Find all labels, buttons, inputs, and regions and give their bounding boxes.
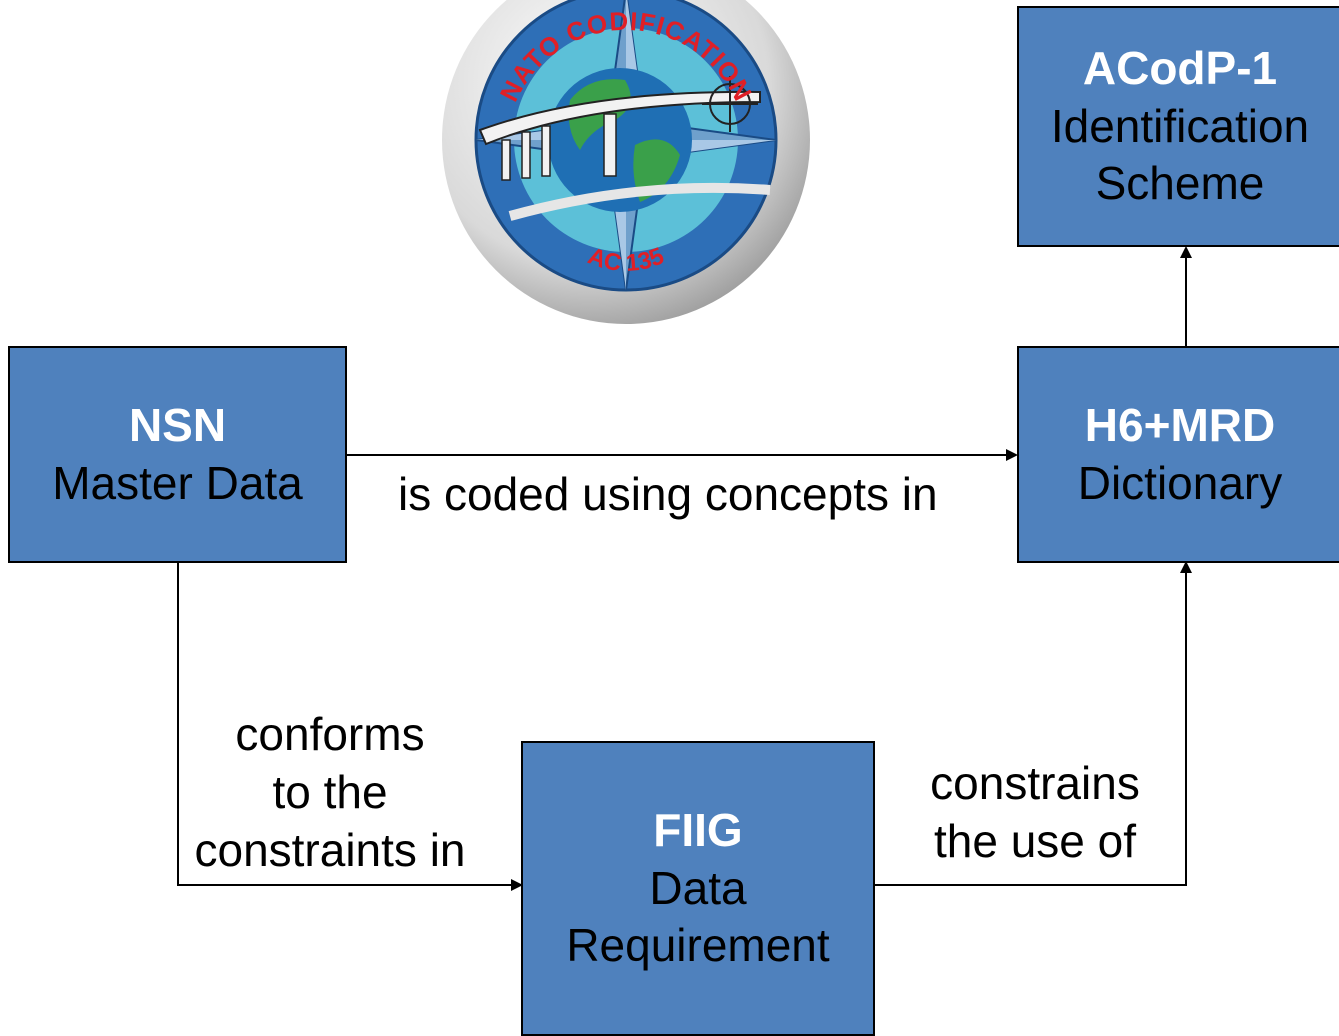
fiig-box[interactable]: FIIG Data Requirement xyxy=(521,741,875,1036)
label-nsn-to-h6: is coded using concepts in xyxy=(398,468,938,520)
arrow-fiig-to-h6 xyxy=(874,561,1192,886)
label-fiig-to-h6-line1: constrains xyxy=(930,757,1140,809)
acodp-line1: Identification xyxy=(1050,99,1310,152)
label-fiig-to-h6: constrains the use of xyxy=(920,755,1150,871)
nsn-box[interactable]: NSN Master Data xyxy=(8,346,347,563)
h6-box[interactable]: H6+MRD Dictionary xyxy=(1017,346,1339,563)
arrow-nsn-to-fiig xyxy=(177,562,523,891)
fiig-line2: Requirement xyxy=(566,919,830,972)
fiig-title: FIIG xyxy=(653,803,743,856)
label-fiig-to-h6-line2: the use of xyxy=(933,814,1137,867)
label-nsn-to-fiig: conforms to the constraints in xyxy=(190,706,470,880)
h6-title: H6+MRD xyxy=(1084,398,1276,451)
nato-codification-emblem: NATO CODIFICATION AC 135 xyxy=(442,0,810,324)
label-nsn-to-fiig-line2: to the xyxy=(272,765,388,818)
bridge-icon xyxy=(478,90,771,221)
acodp-box[interactable]: ACodP-1 Identification Scheme xyxy=(1017,6,1339,247)
nsn-title: NSN xyxy=(128,398,227,451)
h6-line1: Dictionary xyxy=(1077,456,1283,509)
fiig-line1: Data xyxy=(649,861,747,914)
nsn-line1: Master Data xyxy=(52,456,303,509)
acodp-title: ACodP-1 xyxy=(1082,41,1278,94)
label-nsn-to-fiig-line3: constraints in xyxy=(194,823,466,876)
acodp-line2: Scheme xyxy=(1095,157,1265,210)
label-nsn-to-fiig-line1: conforms xyxy=(235,708,425,760)
